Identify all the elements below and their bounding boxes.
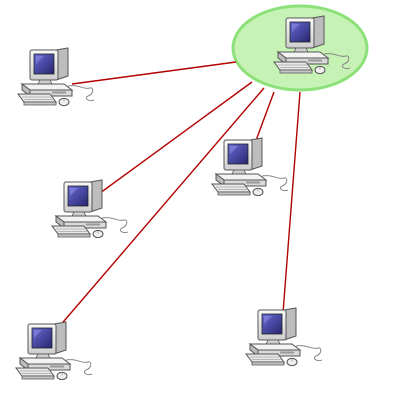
- link-to-middle-left: [95, 81, 253, 197]
- link-to-bottom-right: [282, 91, 301, 314]
- connection-links: [57, 61, 301, 329]
- computer-middle-right-icon[interactable]: [211, 137, 289, 197]
- computer-bottom-left-icon[interactable]: [15, 321, 93, 381]
- link-to-top-left: [71, 61, 237, 85]
- link-to-bottom-left: [57, 87, 265, 329]
- computer-bottom-right-icon[interactable]: [245, 307, 323, 367]
- computer-top-left-icon[interactable]: [17, 47, 95, 107]
- computer-middle-left-icon[interactable]: [51, 179, 129, 239]
